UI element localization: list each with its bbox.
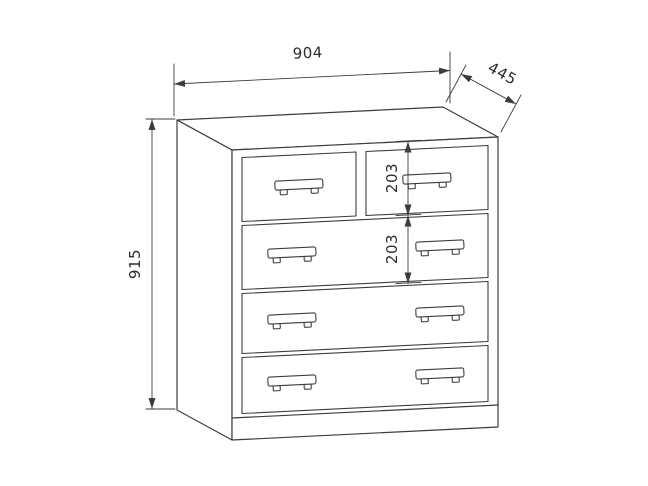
dimensions — [145, 51, 522, 410]
drawer-handle — [267, 246, 317, 264]
cabinet-plinth-line — [231, 404, 499, 419]
drawer-handles — [267, 172, 465, 392]
depth-dimension-label: 445 — [485, 58, 520, 88]
dimension-labels: 904 445 915 203 203 — [125, 42, 522, 281]
drawers — [241, 144, 489, 415]
height-dimension-label: 915 — [126, 249, 144, 279]
dimension-line — [173, 67, 451, 87]
extension-line — [500, 94, 522, 133]
drawer-front-third — [241, 280, 489, 355]
second-drawer-height-dimension — [395, 215, 422, 284]
width-dimension-label: 904 — [292, 43, 323, 62]
drawer-handle — [415, 367, 465, 385]
dimension-line — [460, 73, 517, 105]
extension-line — [445, 64, 467, 103]
drawer-handle — [274, 178, 324, 196]
depth-dimension — [445, 64, 522, 133]
drawer-handle — [267, 374, 317, 392]
drawer-handle — [267, 312, 317, 330]
top-drawer-height-dimension — [395, 139, 422, 216]
extension-tick — [395, 139, 422, 142]
second-drawer-height-label: 203 — [383, 234, 401, 264]
top-drawer-height-label: 203 — [383, 163, 401, 193]
drawer-front-bottom — [241, 344, 489, 415]
drawer-handle — [415, 239, 465, 257]
cabinet — [176, 106, 499, 441]
height-dimension — [145, 118, 176, 410]
drawer-handle — [415, 305, 465, 323]
cabinet-left-side-face — [176, 119, 233, 441]
